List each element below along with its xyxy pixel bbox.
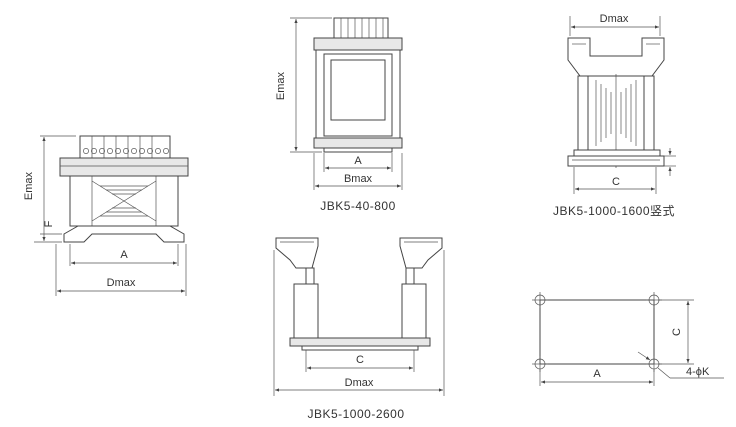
mounting-hole-pattern: C A 4-ϕK — [532, 292, 724, 386]
emax-label-left: Emax — [23, 171, 35, 200]
c-label-holes: C — [671, 328, 683, 336]
dmax-label-right: Dmax — [600, 13, 629, 25]
a-label-mid: A — [354, 155, 362, 167]
bmax-label: Bmax — [344, 173, 373, 185]
vertical-view-jbk5-1000-1600: Dmax C JBK5-1000-1600竖式 — [553, 13, 676, 218]
a-label-holes: A — [593, 368, 601, 380]
dmax-label-left: Dmax — [107, 277, 136, 289]
caption-jbk5-40-800: JBK5-40-800 — [320, 199, 396, 213]
c-label-right: C — [612, 176, 620, 188]
emax-label-mid: Emax — [275, 71, 287, 100]
dmax-label-bottom: Dmax — [345, 377, 374, 389]
hole-spec-label: 4-ϕK — [686, 366, 710, 378]
front-view-left: Emax F A Dmax — [23, 135, 189, 296]
a-label-left: A — [120, 249, 128, 261]
caption-jbk5-1000-1600: JBK5-1000-1600竖式 — [553, 204, 675, 218]
side-view-jbk5-40-800: Emax A Bmax JBK5-40-800 — [275, 17, 403, 213]
f-label: F — [43, 220, 55, 227]
c-label-bottom: C — [356, 354, 364, 366]
caption-jbk5-1000-2600: JBK5-1000-2600 — [307, 407, 404, 421]
view-jbk5-1000-2600: C Dmax JBK5-1000-2600 — [273, 237, 445, 421]
